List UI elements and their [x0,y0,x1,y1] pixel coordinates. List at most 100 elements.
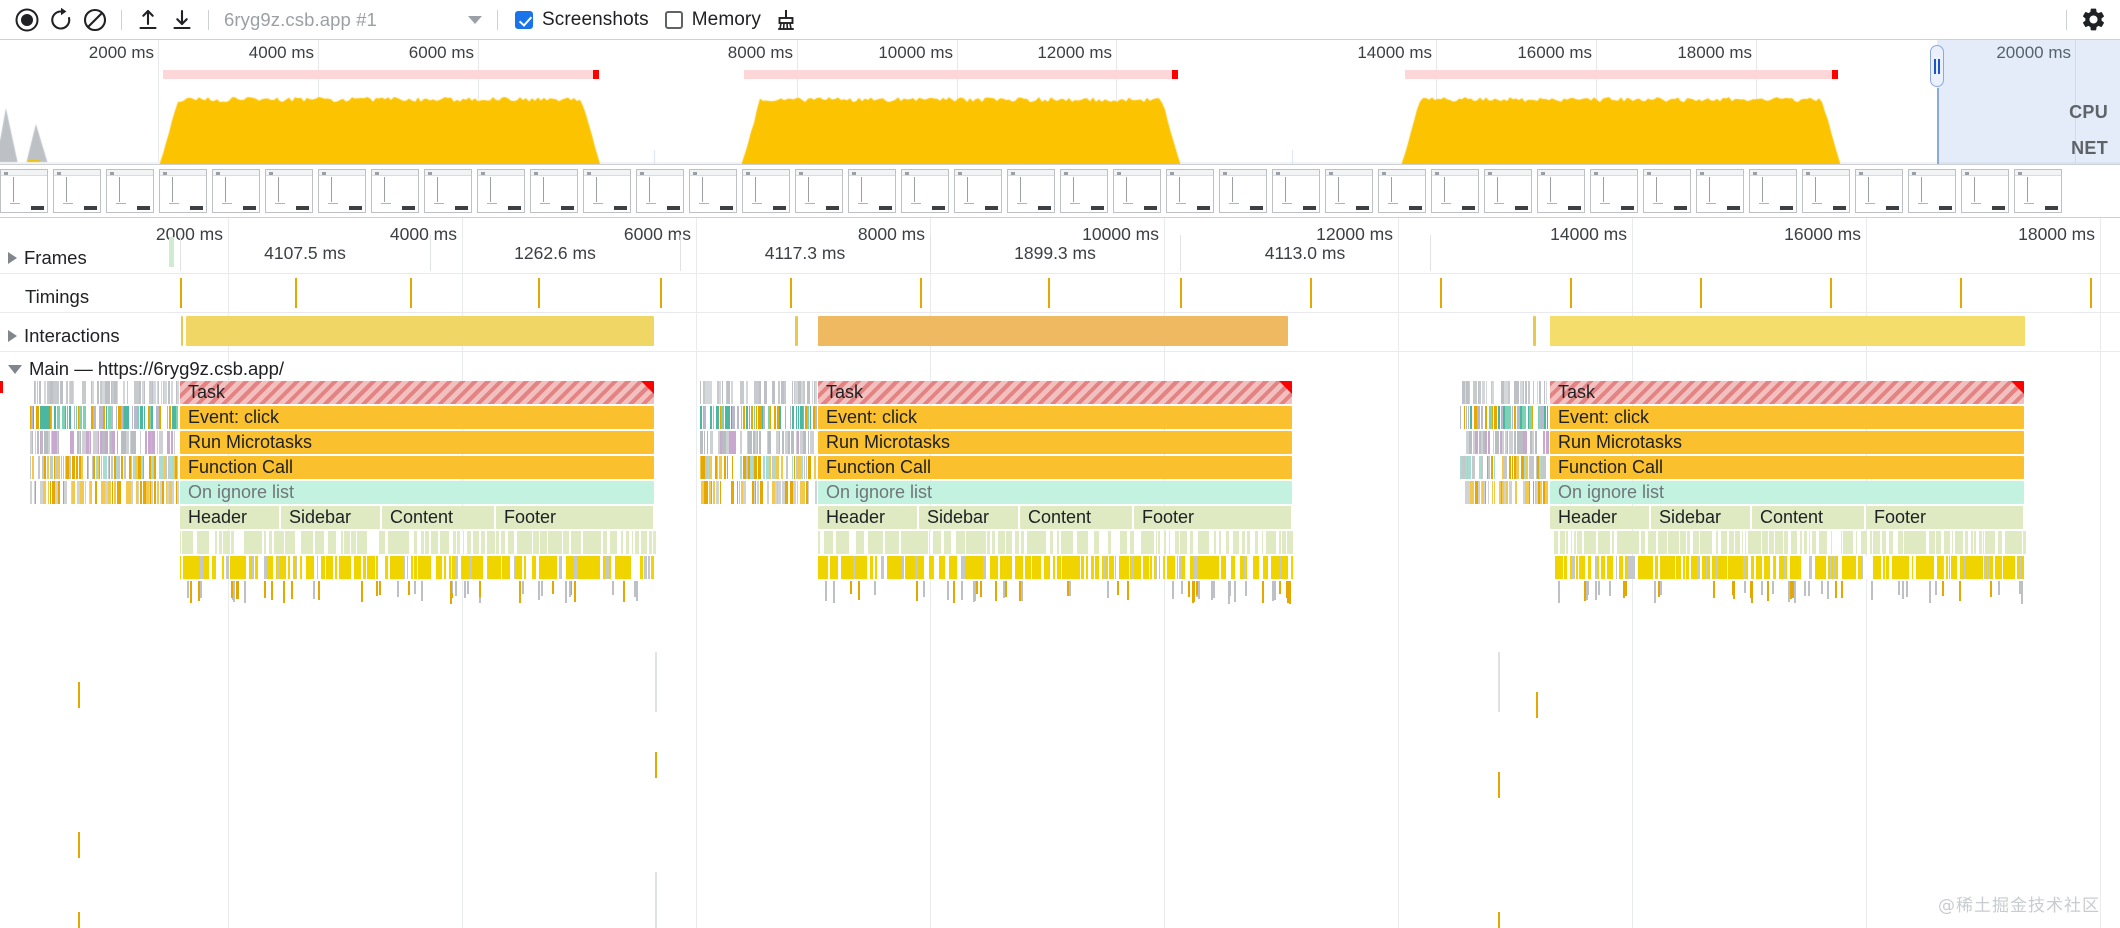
flame-bar-yellow[interactable]: Run Microtasks [1550,431,2024,454]
filmstrip-thumbnail[interactable] [371,169,419,213]
interaction-bar[interactable] [1533,316,1536,346]
flame-bar-component[interactable]: Sidebar [919,506,1019,529]
flame-dense-yellow-row[interactable] [1550,556,2024,579]
flame-bar-yellow[interactable]: Run Microtasks [180,431,654,454]
filmstrip-thumbnail[interactable] [848,169,896,213]
record-circle-icon[interactable] [10,3,44,37]
filmstrip-thumbnail[interactable] [1696,169,1744,213]
filmstrip-thumbnail[interactable] [212,169,260,213]
filmstrip-thumbnail[interactable] [1537,169,1585,213]
gear-icon[interactable] [2076,3,2110,37]
timing-marker[interactable] [790,278,792,308]
flame-dense-green-row[interactable] [818,531,1293,554]
overview-window-right-handle[interactable] [1930,45,1944,164]
filmstrip-thumbnail[interactable] [1643,169,1691,213]
timing-marker[interactable] [1180,278,1182,308]
filmstrip-thumbnail[interactable] [106,169,154,213]
screenshots-checkbox[interactable]: Screenshots [507,5,657,35]
filmstrip-thumbnail[interactable] [1007,169,1055,213]
flame-bar-task[interactable]: Task [180,381,654,404]
flame-bar-component[interactable]: Header [180,506,280,529]
timing-marker[interactable] [920,278,922,308]
filmstrip-thumbnail[interactable] [1802,169,1850,213]
filmstrip-thumbnail[interactable] [1590,169,1638,213]
flame-bar-task[interactable]: Task [1550,381,2024,404]
filmstrip-thumbnail[interactable] [795,169,843,213]
filmstrip-thumbnail[interactable] [1484,169,1532,213]
flame-bar-component[interactable]: Content [382,506,495,529]
flame-bar-component[interactable]: Content [1752,506,1865,529]
flame-bar-yellow[interactable]: Run Microtasks [818,431,1292,454]
flame-bar-component[interactable]: Sidebar [1651,506,1751,529]
filmstrip-thumbnail[interactable] [1961,169,2009,213]
filmstrip-thumbnail[interactable] [1219,169,1267,213]
timing-marker[interactable] [410,278,412,308]
flame-bar-ignore[interactable]: On ignore list [818,481,1292,504]
filmstrip-thumbnail[interactable] [1908,169,1956,213]
filmstrip-thumbnail[interactable] [530,169,578,213]
flame-bar-task[interactable]: Task [818,381,1292,404]
flame-dense-green-row[interactable] [180,531,656,554]
expand-triangle-icon[interactable] [8,330,17,342]
frames-track-title[interactable]: Frames [0,247,87,269]
timing-marker[interactable] [660,278,662,308]
filmstrip-thumbnail[interactable] [1060,169,1108,213]
timing-marker[interactable] [1310,278,1312,308]
filmstrip-thumbnail[interactable] [424,169,472,213]
interaction-bar[interactable] [1550,316,2025,346]
filmstrip-thumbnail[interactable] [636,169,684,213]
filmstrip-thumbnail[interactable] [318,169,366,213]
flame-bar-component[interactable]: Header [818,506,918,529]
download-profile-icon[interactable] [165,3,199,37]
timing-marker[interactable] [2090,278,2092,308]
filmstrip-thumbnail[interactable] [742,169,790,213]
filmstrip-thumbnail[interactable] [159,169,207,213]
flame-bar-yellow[interactable]: Event: click [818,406,1292,429]
timing-marker[interactable] [180,278,182,308]
flame-bar-yellow[interactable]: Function Call [818,456,1292,479]
collapse-triangle-icon[interactable] [8,364,22,374]
flame-bar-component[interactable]: Footer [1134,506,1292,529]
screenshot-filmstrip[interactable] [0,165,2120,218]
timing-marker[interactable] [1960,278,1962,308]
flame-bar-component[interactable]: Footer [1866,506,2024,529]
timing-marker[interactable] [295,278,297,308]
interaction-bar[interactable] [186,316,654,346]
flame-bar-yellow[interactable]: Function Call [180,456,654,479]
filmstrip-thumbnail[interactable] [1166,169,1214,213]
flame-dense-yellow-row[interactable] [818,556,1293,579]
filmstrip-thumbnail[interactable] [954,169,1002,213]
collect-garbage-broom-icon[interactable] [769,3,803,37]
flame-dense-yellow-row[interactable] [180,556,654,579]
flame-bar-ignore[interactable]: On ignore list [180,481,654,504]
flame-bar-component[interactable]: Sidebar [281,506,381,529]
filmstrip-thumbnail[interactable] [1378,169,1426,213]
filmstrip-thumbnail[interactable] [265,169,313,213]
filmstrip-thumbnail[interactable] [1431,169,1479,213]
interaction-bar[interactable] [181,316,183,346]
interactions-track-title[interactable]: Interactions [0,325,120,347]
reload-icon[interactable] [44,3,78,37]
filmstrip-thumbnail[interactable] [689,169,737,213]
filmstrip-thumbnail[interactable] [1113,169,1161,213]
filmstrip-thumbnail[interactable] [1855,169,1903,213]
profile-select[interactable]: 6ryg9z.csb.app #1 [218,5,488,35]
flame-bar-component[interactable]: Footer [496,506,654,529]
interaction-bar[interactable] [818,316,1288,346]
flame-bar-yellow[interactable]: Function Call [1550,456,2024,479]
memory-checkbox[interactable]: Memory [657,5,769,35]
flame-bar-ignore[interactable]: On ignore list [1550,481,2024,504]
filmstrip-thumbnail[interactable] [1325,169,1373,213]
filmstrip-thumbnail[interactable] [1749,169,1797,213]
flame-bar-yellow[interactable]: Event: click [180,406,654,429]
expand-triangle-icon[interactable] [8,252,17,264]
filmstrip-thumbnail[interactable] [2014,169,2062,213]
timing-marker[interactable] [1700,278,1702,308]
filmstrip-thumbnail[interactable] [901,169,949,213]
filmstrip-thumbnail[interactable] [0,169,48,213]
filmstrip-thumbnail[interactable] [1272,169,1320,213]
flame-bar-component[interactable]: Header [1550,506,1650,529]
filmstrip-thumbnail[interactable] [53,169,101,213]
